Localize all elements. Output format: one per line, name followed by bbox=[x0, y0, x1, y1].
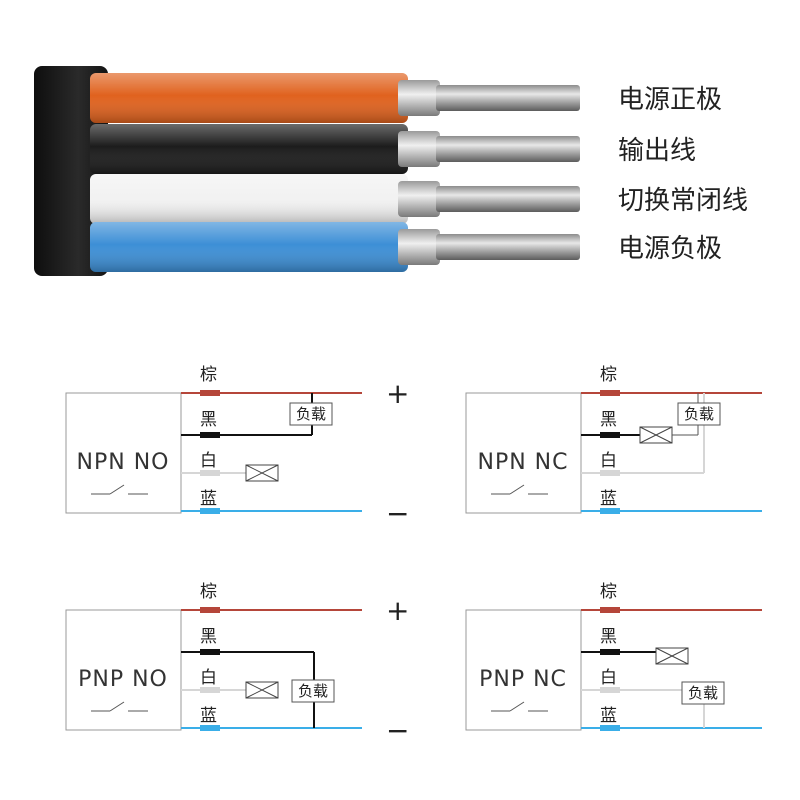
wire-label-brown: 棕 bbox=[600, 582, 617, 602]
wire-label-black: 黑 bbox=[600, 410, 617, 430]
load-label: 负载 bbox=[684, 405, 714, 423]
wire-terminal bbox=[600, 470, 620, 476]
wire-label-white: 白 bbox=[200, 668, 217, 688]
load-label: 负载 bbox=[296, 405, 326, 423]
cable-wire-1 bbox=[90, 73, 580, 123]
wire-shield bbox=[398, 229, 440, 265]
diagram-title: NPN NC bbox=[478, 450, 569, 475]
wire-terminal bbox=[600, 508, 620, 514]
wire-terminal bbox=[200, 649, 220, 655]
switch-symbol-icon bbox=[91, 701, 148, 712]
cable-wire-4 bbox=[90, 222, 580, 272]
sensor-box bbox=[65, 609, 182, 731]
relay-coil-icon bbox=[639, 426, 673, 444]
sensor-box bbox=[465, 609, 582, 731]
wire-label-brown: 棕 bbox=[200, 365, 217, 385]
wire-conductor bbox=[436, 186, 580, 212]
wire-terminal bbox=[600, 725, 620, 731]
wire-conductor bbox=[436, 85, 580, 111]
sensor-box bbox=[465, 392, 582, 514]
wire-terminal bbox=[600, 649, 620, 655]
plus-sign: + bbox=[386, 594, 409, 627]
relay-coil-icon bbox=[655, 647, 689, 665]
wire-shield bbox=[398, 131, 440, 167]
sensor-box bbox=[65, 392, 182, 514]
cable-label-1: 电源正极 bbox=[618, 85, 722, 115]
minus-sign: − bbox=[386, 714, 409, 747]
wire-terminal bbox=[200, 390, 220, 396]
wire-label-white: 白 bbox=[200, 451, 217, 471]
switch-symbol-icon bbox=[491, 484, 548, 495]
wire-label-brown: 棕 bbox=[600, 365, 617, 385]
wire-shield bbox=[398, 181, 440, 217]
diagram-title: PNP NO bbox=[78, 667, 168, 692]
diagram-title: PNP NC bbox=[479, 667, 567, 692]
wire-label-black: 黑 bbox=[200, 627, 217, 647]
wire-insulation-shine bbox=[90, 124, 408, 174]
wire-conductor bbox=[436, 234, 580, 260]
wire-label-black: 黑 bbox=[200, 410, 217, 430]
plus-sign: + bbox=[386, 377, 409, 410]
wire-terminal bbox=[600, 687, 620, 693]
wire-label-blue: 蓝 bbox=[600, 706, 617, 726]
diagram-title: NPN NO bbox=[77, 450, 170, 475]
wire-terminal bbox=[200, 687, 220, 693]
load-label: 负载 bbox=[298, 682, 328, 700]
wire-terminal bbox=[200, 725, 220, 731]
relay-coil-icon bbox=[245, 681, 279, 699]
wire-shield bbox=[398, 80, 440, 116]
minus-sign: − bbox=[386, 497, 409, 530]
wire-terminal bbox=[200, 508, 220, 514]
load-box bbox=[291, 679, 335, 703]
relay-coil-icon bbox=[245, 464, 279, 482]
wire-terminal bbox=[600, 432, 620, 438]
wire-terminal bbox=[200, 470, 220, 476]
wire-label-black: 黑 bbox=[600, 627, 617, 647]
cable-wire-3 bbox=[90, 174, 580, 224]
wire-conductor bbox=[436, 136, 580, 162]
load-box bbox=[681, 681, 725, 705]
load-box bbox=[289, 402, 333, 426]
cable-wire-2 bbox=[90, 124, 580, 174]
wire-label-blue: 蓝 bbox=[200, 489, 217, 509]
load-label: 负载 bbox=[688, 684, 718, 702]
cable-label-2: 输出线 bbox=[618, 136, 696, 166]
switch-symbol-icon bbox=[491, 701, 548, 712]
wire-insulation-shine bbox=[90, 174, 408, 224]
wire-terminal bbox=[200, 607, 220, 613]
switch-symbol-icon bbox=[91, 484, 148, 495]
wire-label-white: 白 bbox=[600, 451, 617, 471]
wire-terminal bbox=[600, 390, 620, 396]
cable-outer-jacket bbox=[34, 66, 108, 276]
load-box bbox=[677, 402, 721, 426]
cable-label-3: 切换常闭线 bbox=[618, 186, 748, 216]
wire-label-blue: 蓝 bbox=[600, 489, 617, 509]
wire-terminal bbox=[600, 607, 620, 613]
wire-insulation-shine bbox=[90, 222, 408, 272]
wire-terminal bbox=[200, 432, 220, 438]
wire-label-brown: 棕 bbox=[200, 582, 217, 602]
cable-label-4: 电源负极 bbox=[618, 234, 722, 264]
wire-insulation-shine bbox=[90, 73, 408, 123]
wire-label-blue: 蓝 bbox=[200, 706, 217, 726]
wire-label-white: 白 bbox=[600, 668, 617, 688]
cable-wires bbox=[90, 73, 580, 272]
